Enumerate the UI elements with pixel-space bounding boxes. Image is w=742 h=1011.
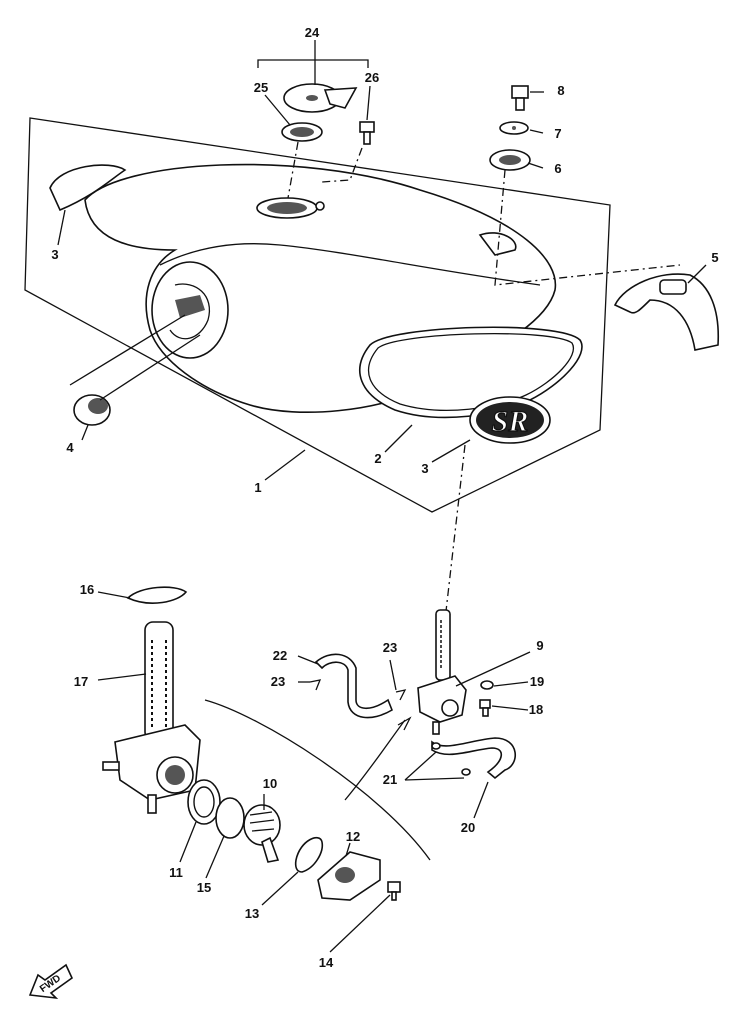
callout-8: 8 <box>557 83 564 98</box>
filler-cap-part-24 <box>283 83 358 113</box>
callout-22: 22 <box>273 648 287 663</box>
screw-part-19 <box>480 680 494 690</box>
callout-5: 5 <box>711 250 718 265</box>
fuel-hose-part-20 <box>431 737 517 780</box>
knob-part-4 <box>73 394 111 426</box>
gasket-part-6 <box>489 149 531 171</box>
cap-gasket-part-25 <box>281 122 323 142</box>
callout-labels: 1 2 3 3 4 5 6 7 8 9 10 11 12 13 14 15 16… <box>51 25 718 970</box>
emblem-gasket <box>359 326 583 419</box>
bolt-part-8 <box>511 85 529 111</box>
callout-17: 17 <box>74 674 88 689</box>
callout-23-left: 23 <box>271 674 285 689</box>
tank-cap-seal-left <box>49 164 127 212</box>
fwd-arrow: FWD <box>28 963 74 1000</box>
callout-6: 6 <box>554 161 561 176</box>
callout-1: 1 <box>254 480 261 495</box>
sr-emblem: SR <box>469 396 551 444</box>
callout-9: 9 <box>536 638 543 653</box>
callout-2: 2 <box>374 451 381 466</box>
clip-part-21-b <box>461 768 471 776</box>
callout-4: 4 <box>66 440 74 455</box>
screw-part-26 <box>359 121 375 145</box>
callout-13: 13 <box>245 906 259 921</box>
bracket-part-5 <box>613 273 720 351</box>
callout-3-emblem: 3 <box>421 461 428 476</box>
screw-part-18 <box>479 699 491 717</box>
gasket-part-13 <box>294 836 324 873</box>
clip-part-23-left <box>309 679 322 691</box>
lever-part-10 <box>243 804 281 863</box>
callout-16: 16 <box>80 582 94 597</box>
callout-15: 15 <box>197 880 211 895</box>
callout-10: 10 <box>263 776 277 791</box>
callout-14: 14 <box>319 955 334 970</box>
callout-18: 18 <box>529 702 543 717</box>
clip-part-21-a <box>431 742 441 750</box>
washer-part-7 <box>499 121 529 135</box>
strainer-part-16 <box>126 586 188 604</box>
callout-3-tank-seal: 3 <box>51 247 58 262</box>
callout-23-right: 23 <box>383 640 397 655</box>
callout-21: 21 <box>383 772 397 787</box>
leader-lines <box>57 40 707 953</box>
fuel-hose-part-22 <box>314 653 393 719</box>
gasket-part-15 <box>215 797 245 839</box>
tank-panel-outline <box>24 117 611 513</box>
callout-11: 11 <box>169 865 183 880</box>
callout-7: 7 <box>554 126 561 141</box>
sr-emblem-text: SR <box>492 405 529 438</box>
fuel-cock-assembly-part-9 <box>417 609 467 735</box>
callout-26: 26 <box>365 70 379 85</box>
callout-20: 20 <box>461 820 475 835</box>
fuel-cock-part-17 <box>102 621 201 814</box>
callout-12: 12 <box>346 829 360 844</box>
callout-19: 19 <box>530 674 544 689</box>
callout-24: 24 <box>305 25 320 40</box>
callout-25: 25 <box>254 80 268 95</box>
clip-part-23-right <box>395 689 407 701</box>
screw-part-14 <box>387 881 401 901</box>
